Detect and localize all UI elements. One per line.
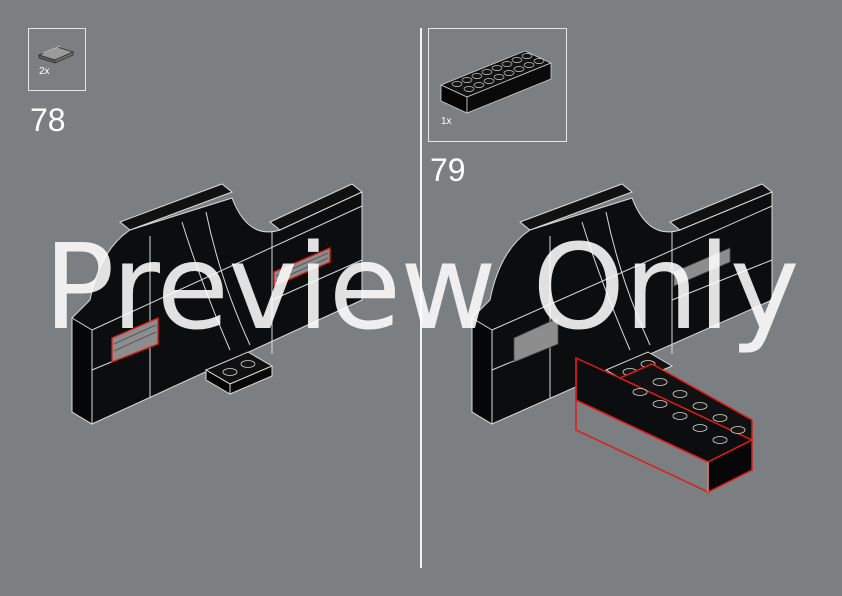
model-illustration-step-79	[0, 0, 842, 596]
instruction-page: 2x 78 1x 79	[0, 0, 842, 596]
